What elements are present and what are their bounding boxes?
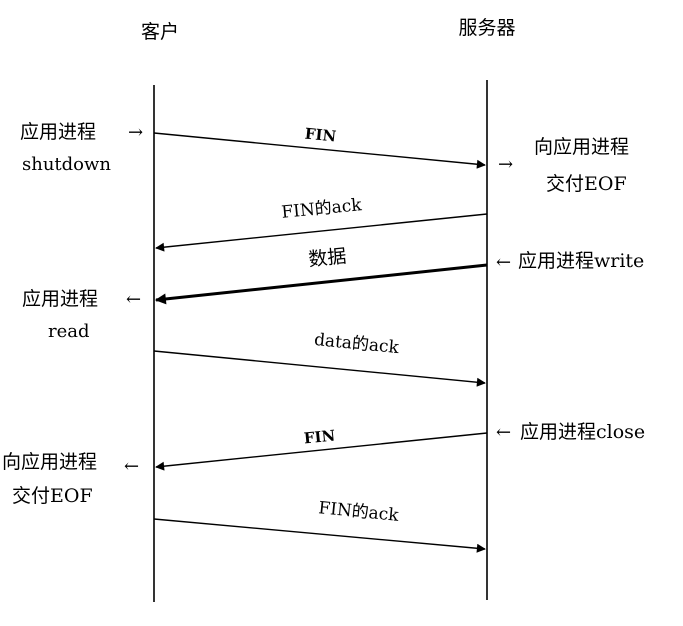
client-note-read-call: read bbox=[48, 321, 90, 342]
message-arrow-fin-client bbox=[153, 132, 486, 169]
client-note-eof-deliver: 交付EOF bbox=[12, 485, 93, 507]
left-arrow-icon: ← bbox=[496, 422, 511, 443]
server-label: 服务器 bbox=[458, 17, 515, 39]
left-arrow-icon: ← bbox=[126, 289, 141, 310]
message-label-fin: FIN bbox=[303, 427, 336, 448]
message-arrow-fin-server bbox=[155, 432, 488, 471]
client-note-shutdown: 应用进程 bbox=[20, 121, 96, 143]
server-note-close: 应用进程close bbox=[520, 421, 645, 443]
client-note-read: 应用进程 bbox=[22, 288, 98, 310]
message-arrow-fin-ack-server bbox=[155, 213, 488, 252]
client-label: 客户 bbox=[141, 21, 179, 43]
client-note-shutdown-call: shutdown bbox=[22, 154, 111, 175]
message-label-data: 数据 bbox=[307, 245, 347, 271]
server-note-write: 应用进程write bbox=[518, 250, 644, 272]
message-label-fin: FIN bbox=[304, 125, 337, 146]
left-arrow-icon: ← bbox=[496, 252, 511, 273]
client-note-eof: 向应用进程 bbox=[2, 451, 97, 473]
message-arrow-fin-ack-client bbox=[153, 518, 486, 553]
server-note-eof-deliver: 交付EOF bbox=[546, 173, 627, 195]
right-arrow-icon: → bbox=[498, 154, 513, 175]
right-arrow-icon: → bbox=[128, 122, 143, 143]
message-label-fin-ack: FIN的ack bbox=[281, 195, 364, 223]
message-label-fin-ack: FIN的ack bbox=[318, 498, 401, 526]
message-arrow-data bbox=[154, 263, 488, 305]
server-note-eof: 向应用进程 bbox=[534, 136, 629, 158]
message-arrow-data-ack bbox=[153, 350, 486, 387]
left-arrow-icon: ← bbox=[124, 456, 139, 477]
message-label-data-ack: data的ack bbox=[313, 330, 400, 358]
